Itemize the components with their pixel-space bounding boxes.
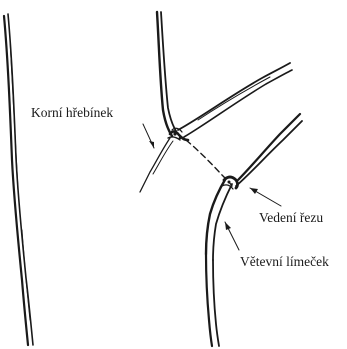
label-cut-line: Vedení řezu: [259, 211, 323, 225]
leader-cut: [250, 188, 281, 206]
upper-right-branch: [178, 63, 292, 137]
upper-stem: [157, 12, 176, 136]
label-branch-collar: Větevní límeček: [240, 255, 329, 269]
left-trunk: [4, 14, 33, 345]
twig: [140, 138, 173, 192]
label-root-crest: Korní hřebínek: [31, 106, 113, 120]
leader-collar: [225, 222, 239, 250]
lower-branch: [206, 114, 302, 346]
leader-root-crest: [143, 124, 154, 148]
